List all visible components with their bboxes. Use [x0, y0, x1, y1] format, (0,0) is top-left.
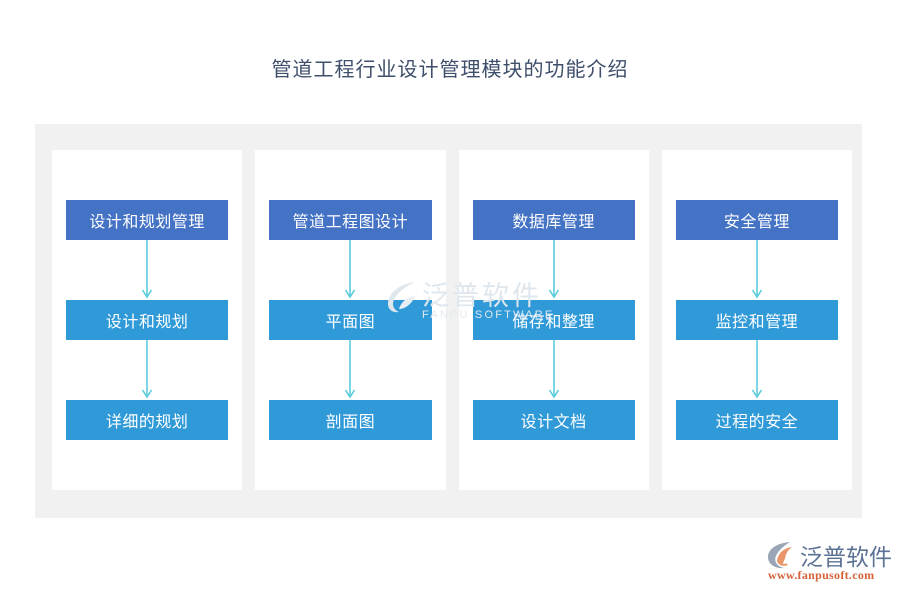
flow-arrow-down-icon — [343, 340, 357, 400]
flow-node-header-3[interactable]: 数据库管理 — [472, 200, 635, 240]
flow-node-label: 过程的安全 — [715, 414, 799, 431]
flow-node-label: 监控和管理 — [715, 314, 799, 331]
flow-node-step-1-1[interactable]: 设计和规划 — [66, 300, 229, 340]
brand-name-text: 泛普软件 — [800, 544, 892, 570]
flow-node-label: 平面图 — [325, 314, 376, 331]
flow-node-label: 数据库管理 — [512, 214, 595, 231]
flow-arrow-down-icon — [343, 240, 357, 300]
flow-arrow-down-icon — [750, 340, 764, 400]
flow-arrow-down-icon — [547, 240, 561, 300]
flow-arrow-down-icon — [547, 340, 561, 400]
flow-node-label: 安全管理 — [723, 214, 790, 231]
brand-url-text: www.fanpusoft.com — [768, 568, 875, 582]
flow-node-header-1[interactable]: 设计和规划管理 — [66, 200, 229, 240]
flow-node-step-4-1[interactable]: 监控和管理 — [675, 300, 838, 340]
flow-node-step-4-2[interactable]: 过程的安全 — [675, 400, 838, 440]
flow-node-step-3-2[interactable]: 设计文档 — [472, 400, 635, 440]
flow-arrow-down-icon — [750, 240, 764, 300]
fanpu-logo-icon — [768, 542, 793, 569]
flow-column-1: 设计和规划管理 设计和规划 详细的规划 — [52, 150, 243, 490]
flow-node-header-2[interactable]: 管道工程图设计 — [269, 200, 432, 240]
flow-node-header-4[interactable]: 安全管理 — [675, 200, 838, 240]
flow-node-step-3-1[interactable]: 储存和整理 — [472, 300, 635, 340]
flow-column-4: 安全管理 监控和管理 过程的安全 — [661, 150, 852, 490]
flow-node-label: 详细的规划 — [105, 414, 189, 431]
flow-arrow-down-icon — [140, 340, 154, 400]
page-title: 管道工程行业设计管理模块的功能介绍 — [271, 59, 629, 81]
flow-node-label: 设计和规划管理 — [89, 214, 205, 231]
flow-node-label: 管道工程图设计 — [292, 214, 409, 231]
flow-node-label: 设计和规划 — [105, 314, 189, 331]
brand-logo: 泛普软件 www.fanpusoft.com — [766, 538, 892, 586]
flow-arrow-down-icon — [140, 240, 154, 300]
flow-node-label: 剖面图 — [325, 414, 376, 431]
flow-node-step-2-2[interactable]: 剖面图 — [269, 400, 432, 440]
flow-node-step-2-1[interactable]: 平面图 — [269, 300, 432, 340]
flow-column-3: 数据库管理 储存和整理 设计文档 — [458, 150, 649, 490]
flow-node-label: 设计文档 — [520, 414, 587, 431]
flow-columns: 设计和规划管理 设计和规划 详细的规划 管道工程图设计 — [52, 150, 852, 490]
flow-node-label: 储存和整理 — [512, 314, 595, 331]
flow-column-2: 管道工程图设计 平面图 剖面图 — [255, 150, 446, 490]
flow-node-step-1-2[interactable]: 详细的规划 — [66, 400, 229, 440]
